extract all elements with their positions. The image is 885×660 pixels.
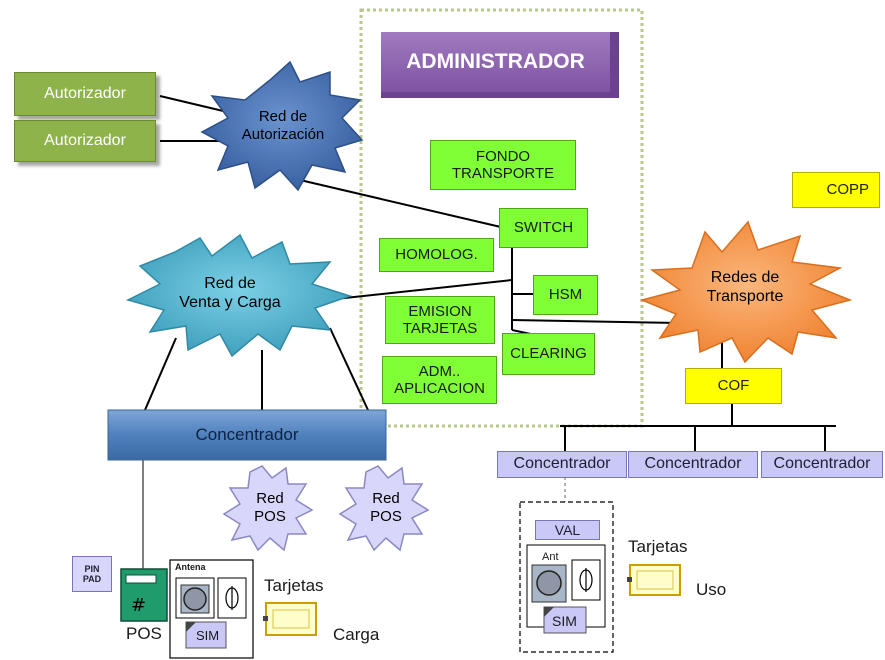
adm-aplicacion-box: ADM.. APLICACION [382, 356, 497, 404]
autorizador-box-2: Autorizador [14, 120, 156, 162]
validator-group [519, 501, 614, 653]
concentrador-main-label: Concentrador [195, 425, 299, 445]
red-venta-label: Red de Venta y Carga [179, 275, 281, 312]
red-autorizacion-cloud [200, 60, 364, 192]
fondo-transporte-box: FONDO TRANSPORTE [430, 140, 576, 190]
hsm-box: HSM [533, 275, 598, 315]
red-venta-cloud [125, 233, 353, 358]
validator-tarjetas-label: Tarjetas [628, 537, 688, 556]
redes-transporte-cloud [639, 220, 853, 364]
svg-text:#: # [131, 595, 146, 616]
pos-sim-label: SIM [196, 628, 220, 643]
emision-tarjetas-box: EMISION TARJETAS [385, 296, 495, 344]
validator-card-icon [629, 564, 681, 596]
concentrador-box-3: Concentrador [761, 451, 883, 478]
red-autorizacion-label: Red de Autorización [241, 108, 325, 143]
homolog-box: HOMOLOG. [379, 238, 494, 272]
administrador-shape [381, 32, 619, 98]
redes-transporte-label: Redes de Transporte [706, 269, 784, 306]
concentrador-box-2: Concentrador [628, 451, 758, 478]
val-box: VAL [535, 520, 600, 540]
pos-label: POS [126, 624, 162, 643]
red-pos-label-1: Red POS [254, 490, 286, 525]
carga-label: Carga [333, 625, 380, 644]
uso-label: Uso [696, 580, 727, 599]
cof-box: COF [685, 368, 782, 404]
pin-pad-box: PIN PAD [72, 556, 112, 592]
ant-label: Ant [542, 551, 559, 563]
switch-box: SWITCH [499, 208, 588, 248]
pos-card-icon [265, 602, 317, 636]
concentrador-box-1: Concentrador [497, 451, 627, 478]
validator-sim-label: SIM [552, 613, 577, 629]
pos-tarjetas-label: Tarjetas [264, 576, 324, 595]
autorizador-box-1: Autorizador [14, 72, 156, 116]
connections [144, 95, 836, 452]
antena-label: Antena [175, 562, 206, 572]
administrador-region [359, 8, 644, 428]
clearing-box: CLEARING [502, 333, 595, 375]
red-pos-cloud-2 [338, 465, 430, 552]
concentrador-main-shape [107, 409, 387, 461]
copp-box: COPP [792, 172, 880, 208]
red-pos-cloud-1 [222, 465, 314, 552]
administrador-label: ADMINISTRADOR [406, 49, 585, 73]
red-pos-label-2: Red POS [370, 490, 402, 525]
